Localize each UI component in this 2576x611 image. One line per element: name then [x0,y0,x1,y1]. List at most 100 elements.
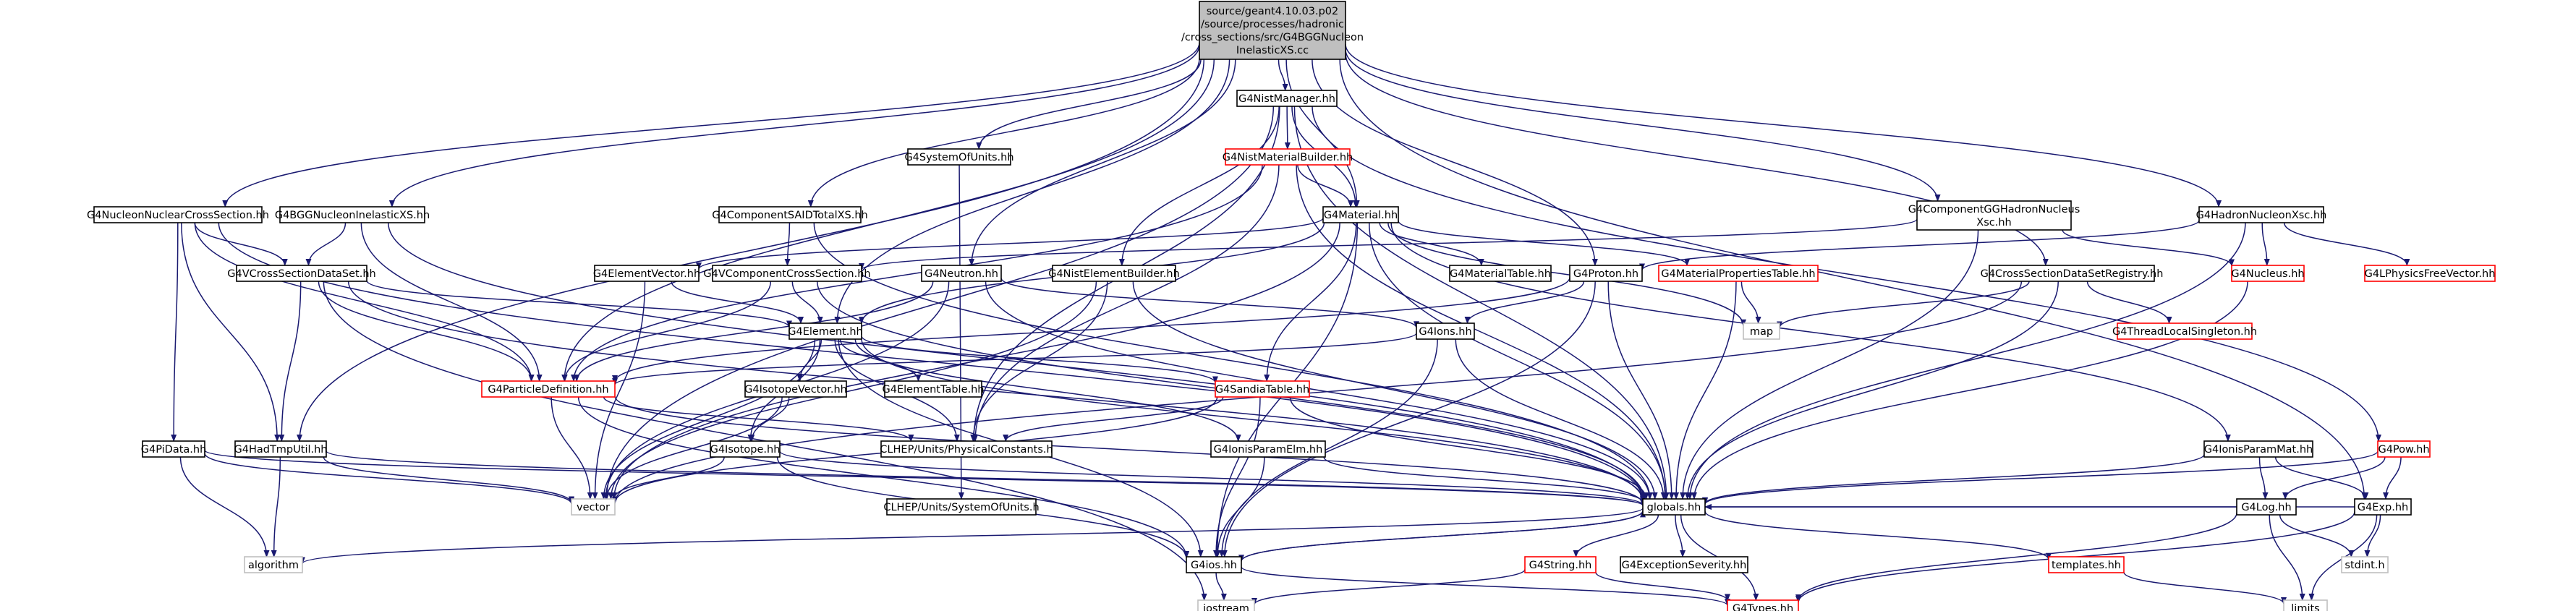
node-string[interactable]: G4String.hh [1524,556,1597,573]
edge-root-to-hadnucxsc [1345,43,2222,208]
node-box [1989,265,2155,282]
node-element[interactable]: G4Element.hh [788,322,863,340]
node-tls[interactable]: G4ThreadLocalSingleton.hh [2112,322,2257,340]
edge-ions-to-globals [1455,338,1667,500]
node-types[interactable]: G4Types.hh [1727,599,1799,611]
node-sysunits[interactable]: G4SystemOfUnits.hh [904,148,1014,166]
node-limits: limits [2283,599,2328,611]
node-box [2117,322,2253,340]
node-label: CLHEP/Units/SystemOfUnits.h [883,502,1039,513]
node-material[interactable]: G4Material.hh [1322,206,1399,223]
edge-globals-to-string [1573,514,1659,557]
node-templates[interactable]: templates.hh [2048,556,2125,573]
node-nistmgr[interactable]: G4NistManager.hh [1236,90,1338,107]
edge-vcsds-to-element [366,280,792,328]
edge-csdsreg-to-tls [2086,281,2172,324]
edge-element-to-isovec [796,338,822,382]
node-label: G4IonisParamMat.hh [2204,444,2313,456]
node-label: iostream [1203,603,1249,611]
node-nistelb[interactable]: G4NistElementBuilder.hh [1048,265,1180,282]
node-label: G4Ions.hh [1419,326,1471,338]
node-neutron[interactable]: G4Neutron.hh [921,265,1002,282]
node-globals[interactable]: globals.hh [1642,498,1706,516]
node-label: G4NucleonNuclearCrossSection.hh [87,210,269,221]
node-ions[interactable]: G4Ions.hh [1416,322,1475,340]
node-proton[interactable]: G4Proton.hh [1569,265,1643,282]
node-box [2364,265,2496,282]
edge-globals-to-algorithm [299,508,1644,565]
node-pow[interactable]: G4Pow.hh [2377,440,2431,458]
node-label: G4Nucleus.hh [2231,268,2304,280]
node-elemtable[interactable]: G4ElementTable.hh [883,380,985,398]
edge-isovec-to-isotope [749,396,790,442]
edge-vcompcs-to-element [791,281,823,324]
edge-partdef-to-vector [551,396,593,500]
node-label: G4HadronNucleonXsc.hh [2196,210,2327,221]
node-label: G4NistMaterialBuilder.hh [1223,152,1353,163]
edge-material-to-globals [1369,222,1669,500]
node-bggxs[interactable]: G4BGGNucleonInelasticXS.hh [275,206,430,223]
edge-ios-to-types [1241,566,1730,607]
node-vcsds[interactable]: G4VCrossSectionDataSet.hh [227,265,376,282]
edge-root-to-hadtmp [297,59,1205,442]
node-box [744,380,847,398]
node-box [1743,322,1780,340]
node-sandia[interactable]: G4SandiaTable.hh [1215,380,1310,398]
node-box [1658,265,1819,282]
edge-nistmgr-to-globals [1293,106,1670,500]
node-box [712,265,862,282]
node-label: G4VComponentCrossSection.hh [703,268,870,280]
node-nucnuccs[interactable]: G4NucleonNuclearCrossSection.hh [87,206,269,223]
node-label: G4NistManager.hh [1238,93,1335,105]
node-box [1236,90,1338,107]
edge-root-to-neutron [969,59,1236,266]
node-csdsreg[interactable]: G4CrossSectionDataSetRegistry.hh [1981,265,2164,282]
node-ionsparamelm[interactable]: G4IonisParamElm.hh [1210,440,1326,458]
edge-nucnuccs-to-partdef [194,222,535,382]
node-partdef[interactable]: G4ParticleDefinition.hh [481,380,616,398]
node-box [1052,265,1176,282]
edge-matprop-to-globals [1673,281,1737,500]
node-nucleus[interactable]: G4Nucleus.hh [2231,265,2305,282]
edge-root-to-nucnuccs [222,43,1200,208]
edge-compsaid-to-globals [813,222,1653,500]
node-mattable[interactable]: G4MaterialTable.hh [1449,265,1552,282]
node-nistmatb[interactable]: G4NistMaterialBuilder.hh [1223,148,1353,166]
node-pidata[interactable]: G4PiData.hh [141,440,207,458]
edge-element-to-sandia [861,336,1218,384]
node-ionsparammat[interactable]: G4IonisParamMat.hh [2203,440,2313,458]
edge-material-to-sandia [1264,222,1357,382]
node-label: G4SandiaTable.hh [1215,384,1309,396]
node-hadtmp[interactable]: G4HadTmpUtil.hh [234,440,328,458]
node-log[interactable]: G4Log.hh [2236,498,2297,516]
node-excsev[interactable]: G4ExceptionSeverity.hh [1620,556,1748,573]
node-label: G4ComponentGGHadronNucleus [1908,204,2080,215]
node-clhepunits[interactable]: CLHEP/Units/SystemOfUnits.h [883,498,1040,516]
node-compsaid[interactable]: G4ComponentSAIDTotalXS.hh [712,206,868,223]
edge-csdsreg-to-globals [1684,281,2059,500]
node-box [2283,599,2328,611]
edge-neutron-to-partdef [574,281,934,382]
node-elemvec[interactable]: G4ElementVector.hh [593,265,700,282]
edge-material-to-mattable [1379,222,1484,266]
edge-hadnucxsc-to-globals [1687,222,2246,500]
node-isotope[interactable]: G4Isotope.hh [710,440,781,458]
node-hadnucxsc[interactable]: G4HadronNucleonXsc.hh [2196,206,2327,223]
node-lphys[interactable]: G4LPhysicsFreeVector.hh [2364,265,2496,282]
edge-pidata-to-vector [204,453,574,505]
node-label: G4Types.hh [1733,603,1793,611]
node-physconst[interactable]: CLHEP/Units/PhysicalConstants.h [880,440,1053,458]
node-ios[interactable]: G4ios.hh [1186,556,1242,573]
edge-nistelb-to-physconst [970,281,1108,442]
node-isovec[interactable]: G4IsotopeVector.hh [744,380,847,398]
edge-root-to-compgg [1345,48,1941,202]
edge-ions-to-partdef [612,332,1417,386]
edge-ionsparammat-to-log [2258,456,2269,500]
node-exp[interactable]: G4Exp.hh [2354,498,2412,516]
node-vcompcs[interactable]: G4VComponentCrossSection.hh [703,265,871,282]
edge-elemvec-to-vector [592,281,646,500]
node-matprop[interactable]: G4MaterialPropertiesTable.hh [1658,265,1819,282]
node-box [93,206,263,223]
edge-pidata-to-algorithm [179,456,270,557]
